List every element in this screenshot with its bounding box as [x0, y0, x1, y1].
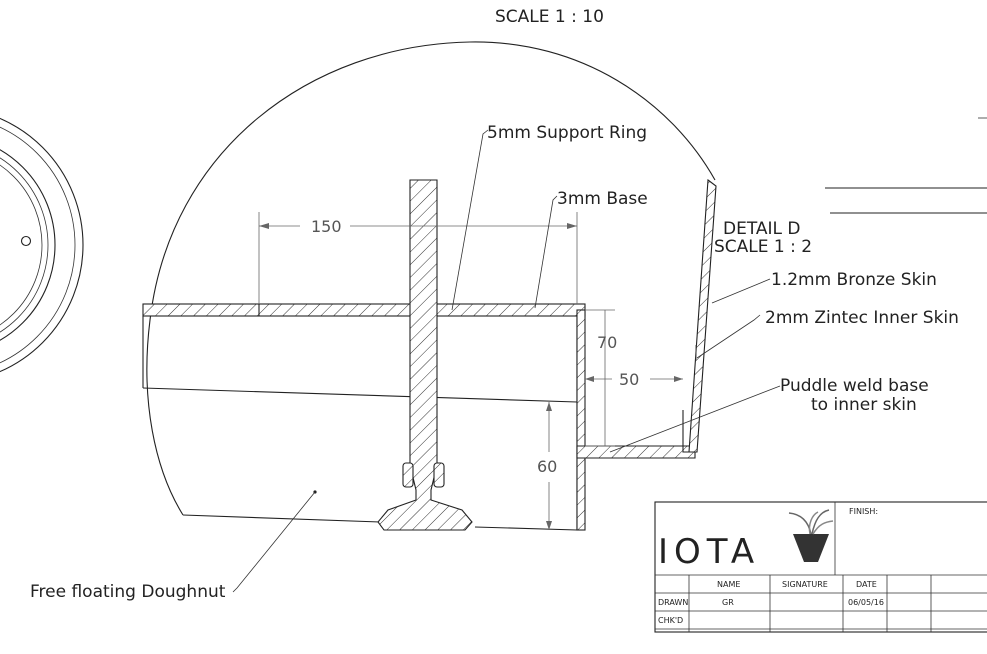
label-puddle-weld-2: to inner skin: [811, 395, 917, 415]
drawn-date: 06/05/16: [848, 598, 884, 607]
svg-text:50: 50: [619, 370, 639, 389]
col-date: DATE: [856, 580, 877, 589]
label-doughnut: Free floating Doughnut: [30, 582, 226, 602]
logo-plant-icon: [788, 509, 834, 562]
outer-skins: [682, 178, 717, 453]
dimension-50: 50: [585, 370, 683, 389]
logo-text: IOTA: [658, 532, 760, 572]
dimension-60: 60: [537, 402, 557, 530]
leader-lines: [232, 129, 781, 593]
base-tray: [576, 309, 696, 531]
right-edge-lines: [825, 117, 987, 214]
dimension-70: 70: [585, 309, 617, 447]
drawn-name: GR: [722, 598, 734, 607]
col-signature: SIGNATURE: [782, 580, 828, 589]
label-base: 3mm Base: [557, 189, 648, 209]
svg-text:70: 70: [597, 333, 617, 352]
detail-scale: SCALE 1 : 2: [714, 237, 812, 257]
title-block: IOTA FINISH: NAME SIGNATURE DATE DRAWN C…: [654, 501, 987, 633]
base-plate: [142, 303, 586, 317]
bolt-hole: [20, 235, 32, 247]
label-zintec-skin: 2mm Zintec Inner Skin: [765, 308, 959, 328]
finish-label: FINISH:: [849, 507, 878, 516]
support-ring: [377, 179, 473, 531]
col-name: NAME: [717, 580, 740, 589]
label-puddle-weld-1: Puddle weld base: [780, 376, 929, 396]
svg-text:150: 150: [311, 217, 342, 236]
side-view-circle: [0, 117, 84, 373]
detail-boundary: [146, 41, 716, 516]
row-checked: CHK'D: [658, 616, 683, 625]
doughnut-body: [142, 316, 578, 531]
label-bronze-skin: 1.2mm Bronze Skin: [771, 270, 937, 290]
detail-title: DETAIL D: [723, 219, 801, 239]
row-drawn: DRAWN: [658, 598, 688, 607]
top-scale-text: SCALE 1 : 10: [495, 7, 604, 27]
dimension-150: 150: [258, 212, 578, 304]
label-support-ring: 5mm Support Ring: [487, 123, 647, 143]
svg-text:60: 60: [537, 457, 557, 476]
